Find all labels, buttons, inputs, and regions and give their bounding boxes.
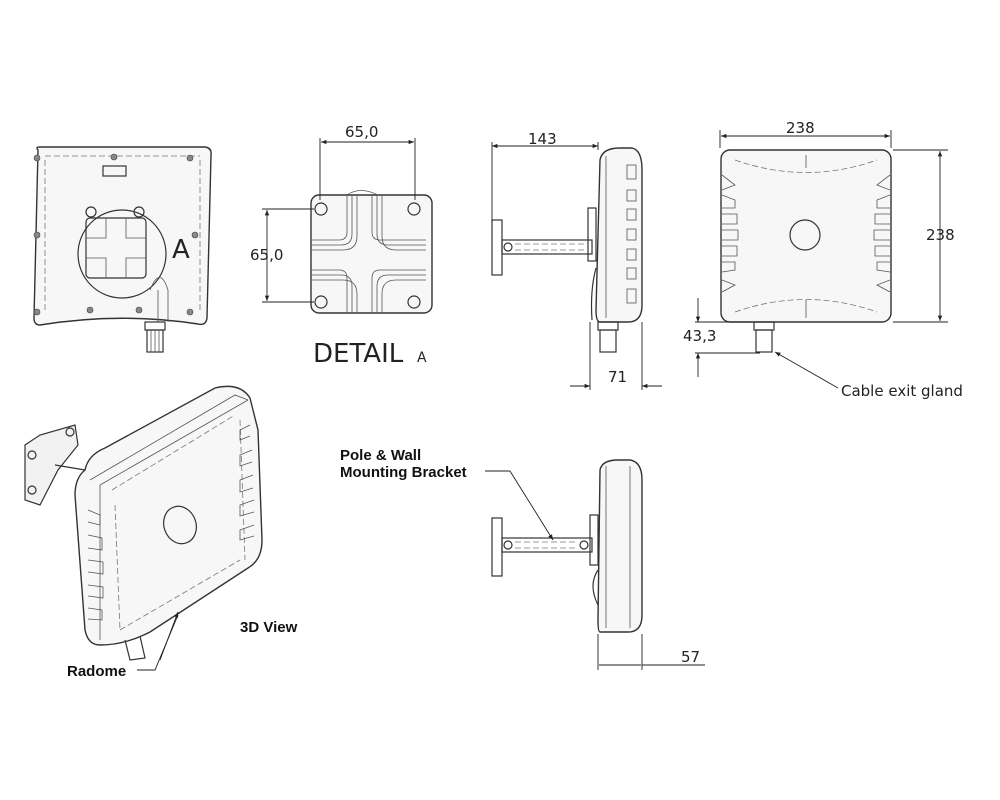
rear-view: A [33, 146, 212, 353]
side-view-with-bracket: 143 71 [491, 130, 662, 390]
depth-without-bracket-dimension: 57 [681, 648, 700, 666]
depth-dimension: 71 [608, 368, 627, 386]
detail-width-dimension: 65,0 [345, 123, 378, 141]
detail-callout-label: A [172, 235, 190, 265]
3d-vents [87, 424, 255, 621]
detail-title-letter: A [417, 350, 427, 366]
cable-exit-gland-label: Cable exit gland [841, 382, 963, 400]
bracket-label-line1: Pole & Wall [340, 447, 421, 464]
3d-view: 3D View Radome [24, 385, 298, 680]
bracket-depth-dimension: 143 [528, 130, 557, 148]
3d-view-label: 3D View [240, 619, 298, 636]
gland-length-dimension: 43,3 [683, 327, 716, 345]
side-view-bracket-detail: 57 Pole & Wall Mounting Bracket [340, 447, 705, 670]
width-dimension: 238 [786, 119, 815, 137]
bracket-label-line2: Mounting Bracket [340, 464, 467, 481]
front-view: 238 238 43,3 Cable exit gland [683, 119, 963, 400]
detail-height-dimension: 65,0 [250, 246, 283, 264]
radome-label: Radome [67, 663, 126, 680]
detail-a-circle [77, 209, 167, 299]
detail-title: DETAIL [313, 339, 404, 369]
height-dimension: 238 [926, 226, 955, 244]
detail-a-view: 65,0 65,0 DETAIL A [250, 123, 433, 369]
radome-vents [721, 174, 891, 293]
